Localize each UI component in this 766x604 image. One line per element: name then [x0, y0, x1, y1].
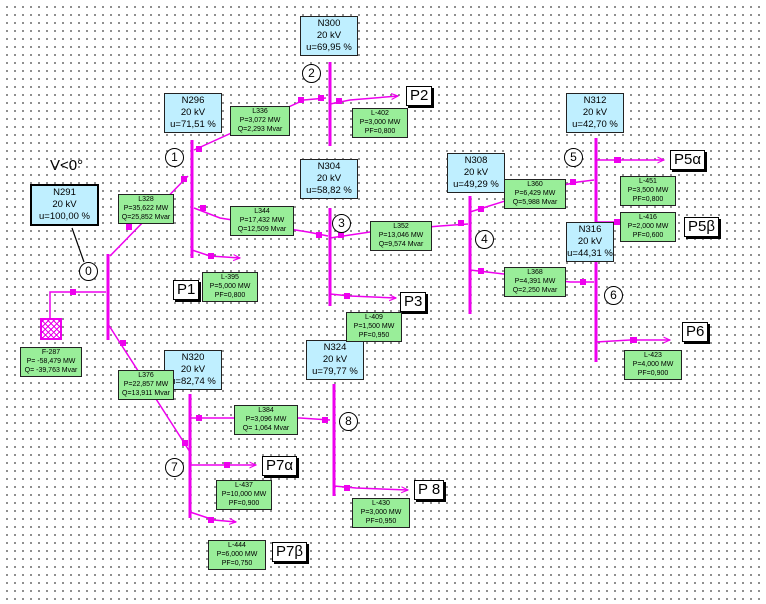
breaker[interactable] [298, 97, 304, 103]
load-label-p7a: P7α [262, 456, 298, 476]
load-label-p8: P 8 [414, 480, 445, 500]
bus-pointer [71, 227, 85, 263]
load-label-p3: P3 [400, 292, 427, 312]
breaker[interactable] [614, 157, 621, 163]
load-arrow-p3 [329, 293, 396, 298]
load-arrow-p1 [191, 249, 240, 258]
slack-angle-note: V<0° [50, 157, 84, 174]
breaker[interactable] [316, 232, 322, 238]
load-label-p5a: P5α [670, 150, 706, 170]
breaker[interactable] [70, 289, 76, 295]
breaker[interactable] [120, 340, 126, 346]
breaker[interactable] [182, 440, 188, 446]
breaker[interactable] [318, 95, 324, 101]
load-label-p1: P1 [173, 280, 200, 300]
load-label-p5b: P5β [684, 217, 719, 237]
breaker[interactable] [200, 205, 206, 211]
load-label-p6: P6 [682, 322, 709, 342]
breaker[interactable] [322, 417, 328, 423]
node-number-4: 4 [475, 230, 494, 249]
node-number-0: 0 [79, 262, 98, 281]
breaker[interactable] [344, 485, 350, 491]
breaker[interactable] [224, 462, 230, 468]
node-number-7: 7 [165, 458, 184, 477]
node-number-3: 3 [332, 214, 351, 233]
node-number-2: 2 [302, 64, 321, 83]
node-number-8: 8 [339, 412, 358, 431]
breaker[interactable] [338, 232, 344, 238]
node-number-1: 1 [165, 148, 184, 167]
breaker[interactable] [478, 268, 484, 274]
load-label-p7b: P7β [272, 542, 307, 562]
breaker[interactable] [208, 517, 214, 523]
breaker[interactable] [580, 279, 586, 285]
breaker[interactable] [126, 224, 132, 230]
load-arrow-p8 [333, 485, 408, 490]
node-number-6: 6 [604, 286, 623, 305]
generator-icon[interactable] [40, 318, 62, 340]
load-label-p2: P2 [406, 86, 433, 106]
breaker[interactable] [196, 415, 202, 421]
breaker[interactable] [570, 179, 576, 185]
breaker[interactable] [344, 293, 350, 299]
breaker[interactable] [478, 206, 484, 212]
breaker[interactable] [181, 176, 187, 182]
node-number-5: 5 [564, 148, 583, 167]
breaker[interactable] [208, 253, 214, 259]
breaker[interactable] [336, 98, 342, 104]
generator-feed [49, 291, 106, 318]
breaker[interactable] [614, 219, 621, 225]
breaker[interactable] [630, 337, 637, 343]
breaker[interactable] [458, 220, 464, 226]
breaker[interactable] [196, 146, 202, 152]
